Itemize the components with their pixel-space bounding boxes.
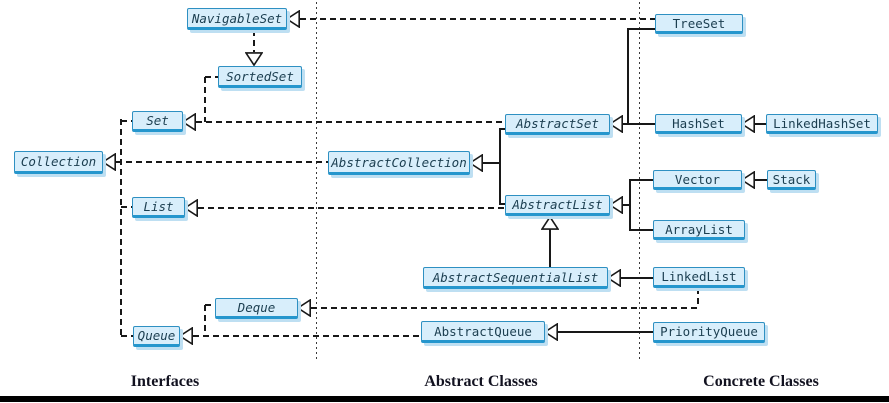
class-box-set: Set — [132, 111, 183, 132]
class-box-deque: Deque — [215, 298, 298, 319]
class-box-priorityqueue: PriorityQueue — [653, 322, 765, 343]
class-box-abstractset: AbstractSet — [505, 114, 610, 135]
edge-treeset-hashset-bracket — [627, 28, 629, 125]
class-box-stack: Stack — [767, 170, 816, 190]
inheritance-arrowhead-icon-abstractset — [608, 114, 623, 134]
class-box-abstractlist: AbstractList — [505, 195, 610, 216]
edge-abstractcollection-implements-collection — [116, 161, 328, 163]
inheritance-arrowhead-icon-abstractqueue — [543, 322, 558, 342]
inheritance-arrowhead-icon-vector — [740, 170, 755, 190]
class-box-queue: Queue — [133, 326, 180, 347]
edge-sortedset-extends-set — [204, 77, 206, 122]
bottom-rule — [0, 396, 889, 402]
class-box-linkedhashset: LinkedHashSet — [766, 114, 878, 134]
edge-into-abstractlist-arrow — [622, 204, 631, 206]
inheritance-arrowhead-icon-set — [181, 112, 196, 132]
column-label-interfaces: Interfaces — [130, 373, 200, 390]
edge-queue-extends-collection-stub — [121, 335, 133, 337]
inheritance-arrowhead-icon-sortedset — [244, 52, 264, 67]
inheritance-arrowhead-icon-abstractlist-bottom — [540, 215, 560, 230]
inheritance-arrowhead-icon-deque — [296, 298, 311, 318]
edge-into-abstractcollection-arrow — [482, 162, 500, 164]
edge-hashset-extends-abstractset — [622, 123, 655, 125]
class-box-navigableset: NavigableSet — [187, 8, 287, 30]
inheritance-arrowhead-icon-abstractsequentiallist — [606, 268, 621, 288]
edge-arraylist-extends-abstractlist-stub — [630, 229, 653, 231]
edge-list-extends-collection-stub — [121, 206, 132, 208]
class-box-sortedset: SortedSet — [218, 66, 302, 88]
edge-set-extends-collection-stub — [121, 120, 132, 122]
class-box-hashset: HashSet — [655, 114, 742, 134]
column-divider-left — [316, 2, 317, 362]
class-box-abstractsequentiallist: AbstractSequentialList — [423, 267, 608, 289]
column-label-concrete-classes: Concrete Classes — [703, 373, 819, 390]
edge-linkedlist-implements-deque-drop — [697, 288, 699, 308]
edge-treeset-extends-abstractset-stub — [628, 28, 655, 30]
edge-linkedlist-extends-abstractsequentiallist — [620, 277, 653, 279]
class-box-abstractcollection: AbstractCollection — [328, 151, 470, 175]
edge-abstractlist-extends-abstractcollection-stub — [499, 203, 505, 205]
edge-abstractset-implements-set — [196, 121, 505, 123]
inheritance-arrowhead-icon-list — [183, 198, 198, 218]
inheritance-arrowhead-icon-collection — [101, 152, 116, 172]
edge-abstractqueue-implements-queue — [193, 335, 421, 337]
column-divider-right — [639, 2, 640, 362]
edge-abstractset-extends-abstractcollection-stub — [499, 128, 505, 130]
class-box-arraylist: ArrayList — [653, 220, 745, 240]
edge-deque-extends-queue-stub — [205, 304, 215, 306]
class-box-abstractqueue: AbstractQueue — [421, 321, 545, 343]
inheritance-arrowhead-icon-abstractlist — [608, 195, 623, 215]
class-box-vector: Vector — [653, 170, 742, 190]
class-box-treeset: TreeSet — [655, 14, 743, 34]
edge-stack-extends-vector — [754, 179, 767, 181]
class-box-linkedlist: LinkedList — [653, 267, 745, 288]
edge-priorityqueue-extends-abstractqueue — [557, 331, 653, 333]
inheritance-arrowhead-icon-navigableset — [285, 9, 300, 29]
class-box-list: List — [132, 197, 185, 218]
edge-treeset-implements-navigableset — [300, 18, 655, 20]
inheritance-arrowhead-icon-queue — [178, 326, 193, 346]
edge-linkedlist-implements-deque — [311, 307, 698, 309]
edge-navigableset-extends-sortedset — [253, 30, 255, 52]
edge-abstractlist-implements-list — [198, 207, 505, 209]
edge-deque-extends-queue — [204, 305, 206, 336]
edge-vector-extends-abstractlist-stub — [630, 179, 653, 181]
edge-linkedhashset-extends-hashset — [754, 123, 766, 125]
inheritance-arrowhead-icon-abstractcollection — [468, 153, 483, 173]
edge-abstractset-abstractlist-bracket — [499, 128, 501, 205]
edge-sortedset-extends-set-stub — [205, 76, 218, 78]
class-box-collection: Collection — [14, 151, 103, 174]
column-label-abstract-classes: Abstract Classes — [424, 373, 538, 390]
edge-abstractsequentiallist-extends-abstractlist — [549, 229, 551, 267]
edge-interface-trunk — [120, 119, 122, 337]
inheritance-arrowhead-icon-hashset — [740, 114, 755, 134]
